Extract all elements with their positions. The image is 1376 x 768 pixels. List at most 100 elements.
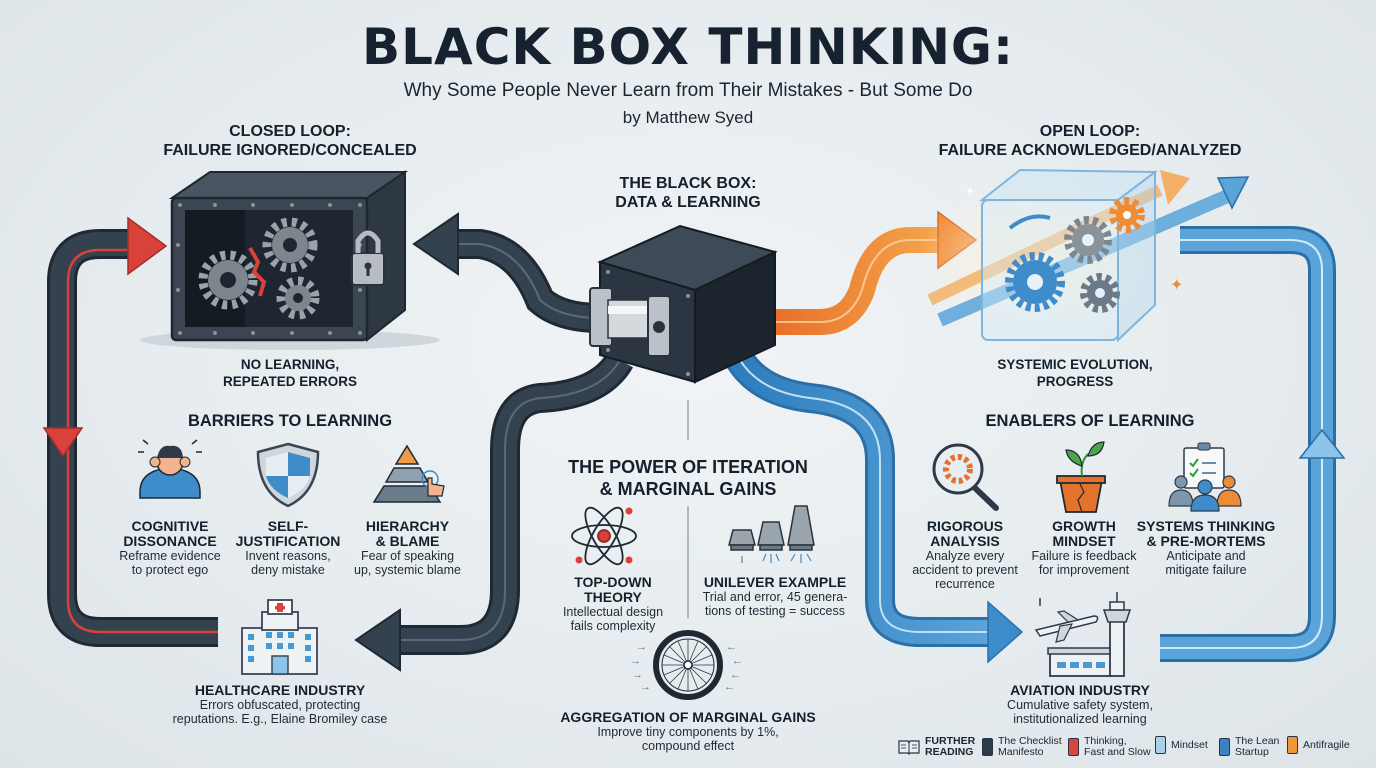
shield-icon bbox=[256, 442, 320, 508]
iteration-item: AGGREGATION OF MARGINAL GAINS Improve ti… bbox=[548, 709, 828, 754]
book-title-line2: Startup bbox=[1235, 746, 1269, 758]
book-item[interactable]: Antifragile bbox=[1287, 736, 1350, 754]
closed-loop-outcome: NO LEARNING, REPEATED ERRORS bbox=[180, 356, 400, 390]
aviation-desc-line2: institutionalized learning bbox=[1013, 712, 1147, 726]
book-title-line2: Fast and Slow bbox=[1084, 746, 1151, 758]
barrier-title: HIERARCHY& BLAME bbox=[345, 519, 470, 549]
iteration-desc-line2: compound effect bbox=[641, 739, 735, 753]
author: by Matthew Syed bbox=[622, 108, 754, 127]
enabler-desc-line2: mitigate failure bbox=[1165, 563, 1247, 577]
book-item[interactable]: Mindset bbox=[1155, 736, 1208, 754]
red-arrowhead-right bbox=[127, 216, 168, 276]
aviation-industry: AVIATION INDUSTRY Cumulative safety syst… bbox=[960, 682, 1200, 727]
black-box-recorder-icon bbox=[589, 224, 778, 384]
barrier-desc-line2: to protect ego bbox=[131, 563, 209, 577]
svg-text:←: ← bbox=[724, 681, 735, 693]
barrier-desc-line1: Fear of speaking bbox=[360, 549, 455, 563]
book-title: Mindset bbox=[1171, 738, 1208, 751]
enabler-desc-line3: recurrence bbox=[935, 577, 995, 591]
iteration-heading-line2: & MARGINAL GAINS bbox=[599, 479, 777, 499]
black-box-heading: THE BLACK BOX: DATA & LEARNING bbox=[538, 174, 838, 212]
further-reading-line2: READING bbox=[925, 746, 974, 758]
enabler-desc-line2: accident to prevent bbox=[912, 563, 1018, 577]
iteration-desc-line1: Intellectual design bbox=[562, 605, 664, 619]
closed-loop-outcome-line2: REPEATED ERRORS bbox=[222, 374, 358, 389]
glass-box-gears-icon: ✦ ✦ bbox=[920, 168, 1250, 343]
barrier-title: SELF-JUSTIFICATION bbox=[228, 519, 348, 549]
book-item[interactable]: Thinking,Fast and Slow bbox=[1068, 736, 1151, 758]
bicycle-wheel-icon: →→→→ ←←←← bbox=[630, 630, 743, 700]
iteration-desc-line2: tions of testing = success bbox=[704, 604, 845, 618]
barrier-desc-line2: deny mistake bbox=[251, 563, 325, 577]
closed-loop-heading: CLOSED LOOP: FAILURE IGNORED/CONCEALED bbox=[130, 122, 450, 160]
page-title: BLACK BOX THINKING: bbox=[362, 18, 1014, 76]
svg-text:←: ← bbox=[732, 655, 743, 667]
plant-pot-icon bbox=[1056, 441, 1106, 513]
page-subtitle: Why Some People Never Learn from Their M… bbox=[403, 80, 973, 101]
iteration-title: UNILEVER EXAMPLE bbox=[703, 574, 847, 590]
enabler-title-line1: GROWTH bbox=[1052, 518, 1116, 534]
team-checklist-icon bbox=[1168, 442, 1242, 512]
healthcare-industry: HEALTHCARE INDUSTRY Errors obfuscated, p… bbox=[150, 682, 410, 727]
closed-loop-heading-line1: CLOSED LOOP: bbox=[229, 123, 351, 140]
barrier-title-line2: JUSTIFICATION bbox=[235, 533, 341, 549]
barrier-title-line1: SELF- bbox=[267, 518, 309, 534]
enabler-title-line2: & PRE-MORTEMS bbox=[1146, 533, 1266, 549]
svg-text:→: → bbox=[630, 655, 641, 667]
iteration-title: AGGREGATION OF MARGINAL GAINS bbox=[560, 709, 816, 725]
pyramid-hand-icon bbox=[372, 444, 445, 503]
open-loop-outcome-line1: SYSTEMIC EVOLUTION, bbox=[997, 357, 1153, 372]
book-title-line1: Mindset bbox=[1171, 738, 1208, 751]
black-box-heading-line1: THE BLACK BOX: bbox=[619, 175, 757, 192]
book-title-line1: Thinking, bbox=[1084, 735, 1127, 747]
svg-text:→: → bbox=[636, 641, 647, 653]
iteration-item: TOP-DOWN THEORY Intellectual design fail… bbox=[548, 574, 678, 634]
svg-text:✦: ✦ bbox=[965, 184, 975, 198]
book-icon bbox=[1068, 738, 1079, 756]
iteration-desc-line1: Improve tiny components by 1%, bbox=[597, 725, 779, 739]
iteration-heading-line1: THE POWER OF ITERATION bbox=[568, 457, 808, 477]
healthcare-desc-line2: reputations. E.g., Elaine Bromiley case bbox=[172, 712, 388, 726]
iteration-item: UNILEVER EXAMPLE Trial and error, 45 gen… bbox=[690, 574, 860, 619]
locked-broken-gears-box-icon bbox=[140, 170, 440, 350]
red-arrowhead-down bbox=[42, 427, 84, 458]
enablers-heading: ENABLERS OF LEARNING bbox=[985, 412, 1195, 430]
barrier-title-line1: HIERARCHY bbox=[365, 518, 450, 534]
blue-arrowhead-up bbox=[1298, 428, 1346, 459]
iteration-desc-line2: fails complexity bbox=[570, 619, 656, 633]
open-loop-outcome: SYSTEMIC EVOLUTION, PROGRESS bbox=[960, 356, 1190, 390]
book-title: Thinking,Fast and Slow bbox=[1084, 736, 1151, 758]
person-covering-ears-icon bbox=[138, 439, 202, 499]
open-loop-heading: OPEN LOOP: FAILURE ACKNOWLEDGED/ANALYZED bbox=[910, 122, 1270, 160]
enabler-title-line1: SYSTEMS THINKING bbox=[1136, 518, 1276, 534]
hospital-icon bbox=[241, 599, 318, 675]
open-loop-heading-line1: OPEN LOOP: bbox=[1039, 123, 1141, 140]
aviation-title: AVIATION INDUSTRY bbox=[1010, 682, 1150, 698]
barrier-desc-line1: Reframe evidence bbox=[119, 549, 221, 563]
further-reading-line1: FURTHER bbox=[925, 735, 976, 747]
closed-loop-arrow bbox=[42, 216, 218, 647]
svg-text:←: ← bbox=[730, 669, 741, 681]
healthcare-desc-line1: Errors obfuscated, protecting bbox=[199, 698, 361, 712]
healthcare-title: HEALTHCARE INDUSTRY bbox=[194, 682, 366, 698]
iteration-title: TOP-DOWN THEORY bbox=[574, 574, 652, 605]
svg-text:→: → bbox=[640, 681, 651, 693]
barriers-heading: BARRIERS TO LEARNING bbox=[187, 412, 393, 430]
book-icon bbox=[1219, 738, 1230, 756]
enabler-title: SYSTEMS THINKING& PRE-MORTEMS bbox=[1135, 519, 1277, 549]
enabler-title-line2: MINDSET bbox=[1052, 533, 1116, 549]
enabler-title-line1: RIGOROUS bbox=[926, 518, 1004, 534]
